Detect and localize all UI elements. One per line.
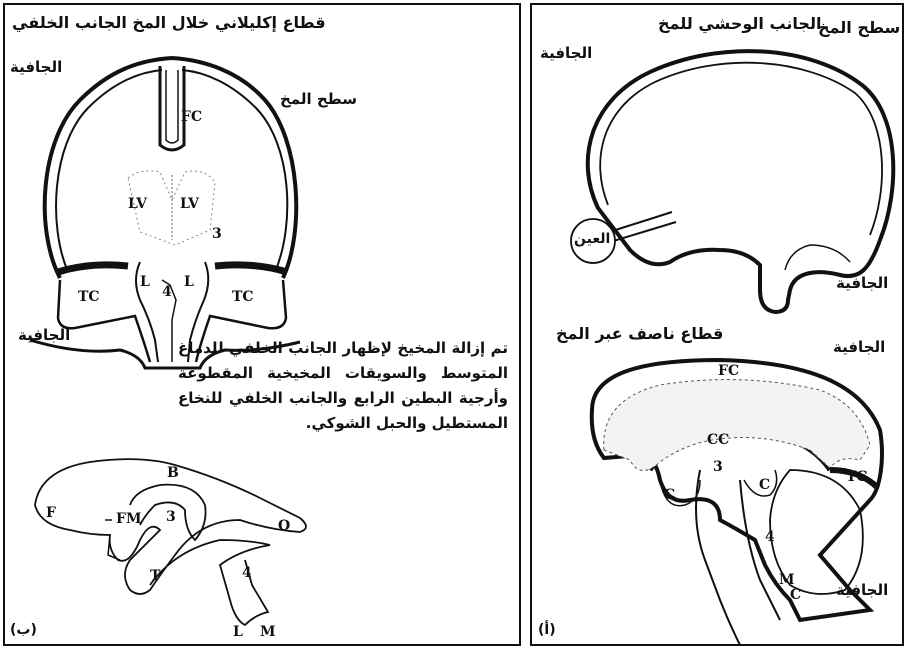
panel-a-dura-sagittal: الجافية [833,340,885,355]
label-four-sagittal: 4 [765,530,775,544]
panel-a-dura-bottom: الجافية [836,583,888,598]
lateral-brain-inner [600,63,882,235]
falx-radiating-area [604,380,870,471]
label-cc: CC [707,433,729,447]
label-fc-sagittal: FC [718,364,739,378]
label-c-bottom: C [790,588,801,602]
panel-a-sagittal-title: قطاع ناصف عبر المخ [556,326,723,342]
panel-a-dura-mid: الجافية [836,276,888,291]
label-three-sagittal: 3 [713,460,723,474]
lateral-brain-outline [588,51,894,312]
optic-nerve [606,212,676,242]
label-tc-sagittal: TC [846,470,868,484]
label-c-right: C [759,478,770,492]
label-c-left: C [664,488,675,502]
label-m-sagittal: M [779,573,795,587]
panel-a-tag: (أ) [538,623,556,637]
panel-a-eye: العين [574,232,610,246]
panel-a-lateral-side: الجانب الوحشي للمخ [658,16,821,32]
panel-a-dura-top: الجافية [540,46,592,61]
panel-a-brain-surface: سطح المخ [818,20,900,36]
